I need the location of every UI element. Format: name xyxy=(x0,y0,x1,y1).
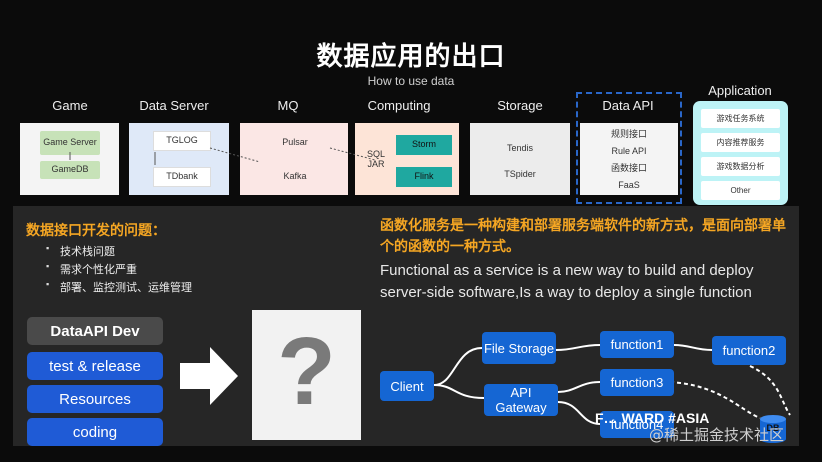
computing-panel: SQL JAR Storm Flink xyxy=(355,123,459,195)
right-arrow-icon xyxy=(180,347,238,405)
tspider-label: TSpider xyxy=(504,169,536,180)
kafka-label: Kafka xyxy=(283,171,307,182)
edge-storage-function1 xyxy=(555,344,601,351)
test-release-button[interactable]: test & release xyxy=(27,352,163,380)
function2-node: function2 xyxy=(712,336,786,365)
edge-gateway-function4 xyxy=(557,401,601,425)
conference-brand: F… WARD #ASIA xyxy=(595,410,710,426)
watermark: @稀土掘金技术社区 xyxy=(649,426,785,444)
column-label-mq: MQ xyxy=(277,98,299,113)
edge-function1-function2 xyxy=(673,344,713,351)
dataapi-dev-header: DataAPI Dev xyxy=(27,317,163,345)
coding-button[interactable]: coding xyxy=(27,418,163,446)
sql-jar-label: SQL JAR xyxy=(366,149,385,169)
api-gateway-node: API Gateway xyxy=(484,384,558,416)
data-server-panel: TGLOG TDbank xyxy=(129,123,229,195)
flink-box: Flink xyxy=(396,167,452,187)
function-interface-label: 函数接口 xyxy=(610,163,647,174)
pulsar-label: Pulsar xyxy=(282,137,308,148)
faas-definition-en: Functional as a service is a new way to … xyxy=(380,262,754,301)
page-subtitle: How to use data xyxy=(367,74,455,88)
column-label-data-server: Data Server xyxy=(139,98,209,113)
column-label-computing: Computing xyxy=(367,98,431,113)
mq-panel: Pulsar Kafka xyxy=(240,123,348,195)
function3-node: function3 xyxy=(600,369,674,396)
problem-bullet: 部署、监控测试、运维管理 xyxy=(46,279,192,295)
db-label: DB xyxy=(766,423,780,433)
client-node: Client xyxy=(380,371,434,401)
function1-node: function1 xyxy=(600,331,674,358)
question-box: ? xyxy=(252,310,361,440)
app-item-other: Other xyxy=(701,181,780,200)
resources-button[interactable]: Resources xyxy=(27,385,163,413)
column-label-game: Game xyxy=(52,98,88,113)
edge-client-file-storage xyxy=(433,347,483,386)
column-label-application: Application xyxy=(708,83,772,98)
edge-function3-db xyxy=(669,381,761,419)
function4-node: function4 xyxy=(600,411,674,438)
storage-panel: Tendis TSpider xyxy=(470,123,570,195)
gamedb-box: GameDB xyxy=(40,161,100,179)
storm-box: Storm xyxy=(396,135,452,155)
problem-bullet: 需求个性化严重 xyxy=(46,261,137,277)
faas-definition-cn: 函数化服务是一种构建和部署服务端软件的新方式，是面向部署单个的函数的一种方式。 xyxy=(380,218,786,255)
app-item-game-analytics: 游戏数据分析 xyxy=(701,157,780,176)
column-label-data-api: Data API xyxy=(602,98,654,113)
edge-function2-db xyxy=(749,365,791,416)
application-panel: 游戏任务系统 内容推荐服务 游戏数据分析 Other xyxy=(693,101,788,205)
problems-title: 数据接口开发的问题： xyxy=(26,223,166,239)
file-storage-node: File Storage xyxy=(482,332,556,364)
column-label-storage: Storage xyxy=(497,98,543,113)
app-item-game-task: 游戏任务系统 xyxy=(701,109,780,128)
arrow-dataserver-mq xyxy=(209,147,261,163)
edge-gateway-function3 xyxy=(557,381,601,393)
problem-bullet: 技术栈问题 xyxy=(46,243,115,259)
tglog-box: TGLOG xyxy=(153,131,211,151)
question-mark-icon: ? xyxy=(277,318,336,425)
app-item-content-recommend: 内容推荐服务 xyxy=(701,133,780,152)
data-api-highlight xyxy=(576,92,682,204)
game-panel: Game Server GameDB xyxy=(20,123,119,195)
rule-api-label: Rule API xyxy=(611,146,647,157)
db-icon: DB xyxy=(758,413,788,443)
rule-interface-label: 规则接口 xyxy=(610,129,647,140)
game-server-box: Game Server xyxy=(40,131,100,155)
tdbank-box: TDbank xyxy=(153,167,211,187)
faas-label: FaaS xyxy=(618,180,640,191)
edge-client-api-gateway xyxy=(433,384,485,399)
tendis-label: Tendis xyxy=(506,143,533,154)
data-api-panel: 规则接口 Rule API 函数接口 FaaS xyxy=(580,123,678,195)
page-title: 数据应用的出口 xyxy=(316,42,506,72)
